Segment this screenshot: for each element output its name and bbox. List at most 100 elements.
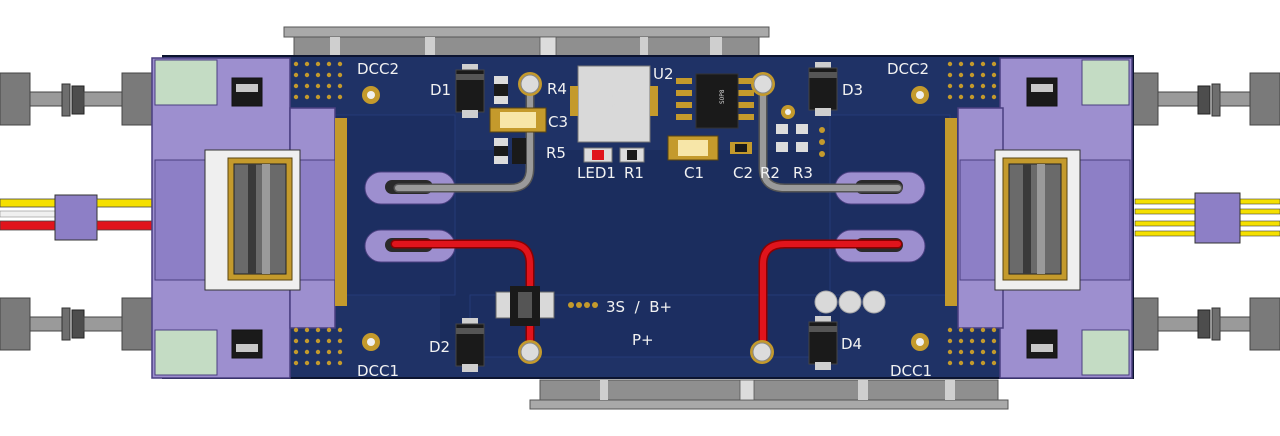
via-dot <box>293 338 299 344</box>
via-dot <box>958 338 964 344</box>
resistor-r5 <box>494 138 526 164</box>
via-dot <box>304 94 310 100</box>
capacitor-c2 <box>730 142 752 154</box>
via-dot <box>326 72 332 78</box>
via-dot <box>991 327 997 333</box>
via-dot <box>337 338 343 344</box>
via-dot <box>337 360 343 366</box>
dot-grid-bottom-left <box>293 327 343 366</box>
via-dot <box>304 338 310 344</box>
via-dot <box>958 327 964 333</box>
via-dot <box>980 61 986 67</box>
via-dot <box>293 61 299 67</box>
via-dot <box>991 61 997 67</box>
label-r4: R4 <box>547 80 567 98</box>
via-dot <box>980 72 986 78</box>
via-dot <box>991 360 997 366</box>
via-dot <box>293 72 299 78</box>
dot-grid-top-left <box>293 61 343 100</box>
via-dot <box>315 360 321 366</box>
resistors-r2-r3 <box>776 124 825 157</box>
diode-d4 <box>808 316 838 370</box>
right-truck <box>945 57 1133 379</box>
via-dot <box>947 83 953 89</box>
label-d3: D3 <box>842 81 863 99</box>
capacitor-c3 <box>489 107 547 133</box>
label-dcc1-left: DCC1 <box>357 362 399 380</box>
via-dot <box>991 338 997 344</box>
via-dot <box>980 338 986 344</box>
via-dot <box>315 338 321 344</box>
via-dot <box>969 360 975 366</box>
label-r5: R5 <box>546 144 566 162</box>
label-d4: D4 <box>841 335 862 353</box>
via-dot <box>326 349 332 355</box>
via-dot <box>315 94 321 100</box>
label-r3: R3 <box>793 164 813 182</box>
dot-grid-top-right <box>947 61 997 100</box>
via-dot <box>293 83 299 89</box>
label-d1: D1 <box>430 81 451 99</box>
via-dot <box>293 349 299 355</box>
label-pplus: P+ <box>632 331 654 349</box>
via-dot <box>326 338 332 344</box>
via-dot <box>969 83 975 89</box>
via-dot <box>969 327 975 333</box>
via-dot <box>326 94 332 100</box>
via-dot <box>293 94 299 100</box>
via-dot <box>991 94 997 100</box>
via-dot <box>337 61 343 67</box>
label-dcc2-left: DCC2 <box>357 60 399 78</box>
via-dot <box>315 61 321 67</box>
via-dot <box>969 94 975 100</box>
diode-d3 <box>808 62 838 116</box>
left-truck <box>151 57 347 379</box>
via-dot <box>304 360 310 366</box>
via-dot <box>326 327 332 333</box>
right-power-wires <box>1134 192 1280 244</box>
left-axle-bottom <box>0 297 153 351</box>
chip-soic: SOP8 <box>676 73 754 129</box>
via-dot <box>315 349 321 355</box>
via-dot <box>980 360 986 366</box>
label-c3: C3 <box>548 113 568 131</box>
via-dot <box>304 83 310 89</box>
left-power-wires <box>0 194 158 241</box>
via-dot <box>337 83 343 89</box>
label-c1: C1 <box>684 164 704 182</box>
via-dot <box>958 349 964 355</box>
via-dot <box>958 83 964 89</box>
label-led1: LED1 <box>577 164 616 182</box>
via-dot <box>980 94 986 100</box>
label-c2: C2 <box>733 164 753 182</box>
diode-d1 <box>455 64 485 118</box>
via-dot <box>969 338 975 344</box>
via-dot <box>947 360 953 366</box>
soic-mark: SOP8 <box>719 89 726 104</box>
ground-pour-left <box>334 114 456 296</box>
left-axle-top <box>0 72 153 126</box>
via-dot <box>337 72 343 78</box>
via-dot <box>991 349 997 355</box>
battery-connector <box>495 286 598 326</box>
via-dot <box>947 94 953 100</box>
chip-u2: OO4 OO5 <box>570 65 658 143</box>
via-dot <box>969 61 975 67</box>
via-dot <box>337 349 343 355</box>
via-dot <box>293 360 299 366</box>
via-dot <box>958 94 964 100</box>
via-dot <box>947 338 953 344</box>
u2-mark-1: OO4 <box>606 93 617 100</box>
via-dot <box>304 327 310 333</box>
via-dot <box>991 83 997 89</box>
via-dot <box>337 327 343 333</box>
capacitor-c1 <box>667 135 719 161</box>
label-d2: D2 <box>429 338 450 356</box>
via-dot <box>304 349 310 355</box>
via-dot <box>980 327 986 333</box>
diode-d2 <box>455 318 485 372</box>
via-dot <box>315 72 321 78</box>
via-dot <box>304 72 310 78</box>
via-dot <box>991 72 997 78</box>
